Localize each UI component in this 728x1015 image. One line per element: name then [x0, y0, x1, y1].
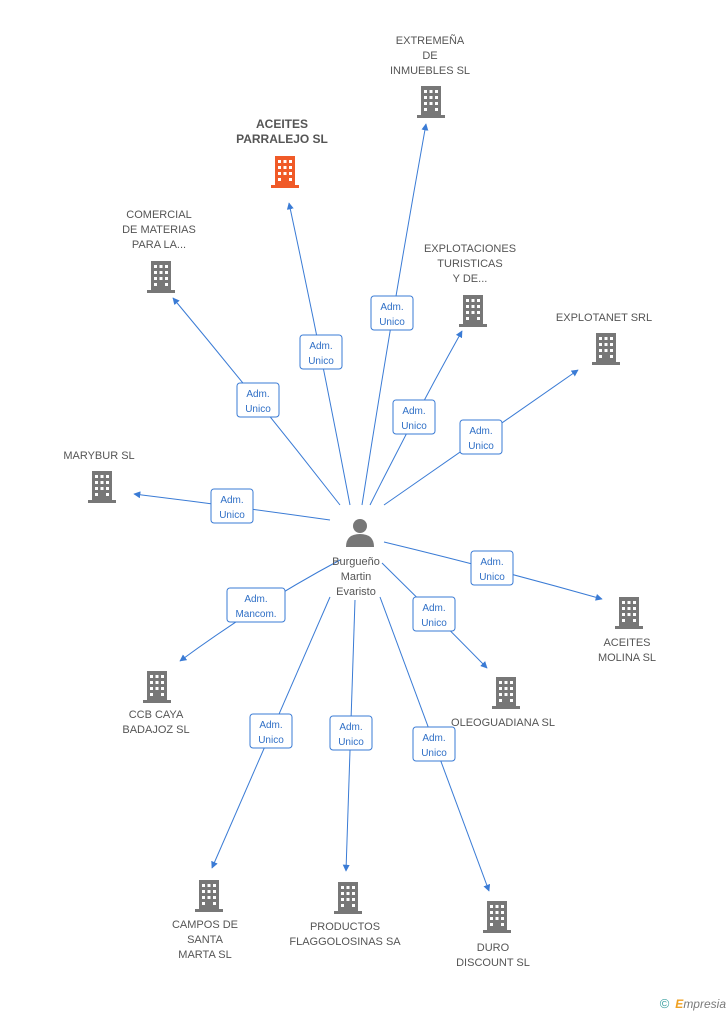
building-icon: [459, 295, 487, 327]
person-icon: [346, 519, 374, 547]
company-node-campos[interactable]: CAMPOS DE SANTA MARTA SL: [172, 880, 238, 961]
company-label-line-2: PARRALEJO SL: [236, 132, 328, 146]
role-badge-extremena[interactable]: Adm. Unico: [370, 295, 414, 331]
building-icon: [195, 880, 223, 912]
role-line-2: Unico: [258, 735, 284, 746]
company-label-line-1: MARYBUR SL: [63, 450, 134, 462]
role-line-1: Adm.: [469, 426, 492, 437]
company-label-line-2: DE MATERIAS: [122, 224, 196, 236]
role-badge-ccb-caya[interactable]: Adm. Mancom.: [226, 587, 286, 623]
role-line-2: Unico: [421, 748, 447, 759]
company-node-marybur[interactable]: MARYBUR SL: [63, 450, 135, 503]
person-name-line-2: Martin: [341, 571, 372, 583]
company-label-line-1: EXPLOTACIONES: [424, 243, 516, 255]
role-line-2: Unico: [245, 404, 271, 415]
role-line-1: Adm.: [422, 733, 445, 744]
role-line-1: Adm.: [220, 495, 243, 506]
role-badge-comercial[interactable]: Adm. Unico: [236, 382, 280, 418]
footer-brand: © Empresia: [660, 996, 726, 1011]
building-icon: [88, 471, 116, 503]
company-label-line-2: BADAJOZ SL: [122, 724, 189, 736]
role-line-2: Mancom.: [235, 609, 276, 620]
company-label-line-1: DURO: [477, 942, 510, 954]
role-line-2: Unico: [379, 317, 405, 328]
company-node-ccb-caya[interactable]: CCB CAYA BADAJOZ SL: [122, 671, 190, 736]
company-label-line-3: PARA LA...: [132, 239, 186, 251]
company-label-line-1: ACEITES: [256, 117, 308, 131]
role-badge-aceites-molina[interactable]: Adm. Unico: [470, 550, 514, 586]
company-label-line-1: EXTREMEÑA: [396, 34, 465, 47]
company-label-line-3: INMUEBLES SL: [390, 65, 470, 77]
role-line-1: Adm.: [402, 406, 425, 417]
role-line-2: Unico: [421, 618, 447, 629]
role-badge-campos[interactable]: Adm. Unico: [249, 713, 293, 749]
copyright-icon: ©: [659, 996, 670, 1011]
company-node-aceites-molina[interactable]: ACEITES MOLINA SL: [598, 597, 656, 664]
role-badge-explotanet[interactable]: Adm. Unico: [459, 419, 503, 455]
company-node-extremena[interactable]: EXTREMEÑA DE INMUEBLES SL: [390, 34, 470, 118]
company-node-explotanet[interactable]: EXPLOTANET SRL: [556, 312, 652, 365]
person-name-line-3: Evaristo: [336, 586, 376, 598]
company-label-line-3: Y DE...: [453, 273, 488, 285]
company-label-line-3: MARTA SL: [178, 949, 231, 961]
role-line-2: Unico: [401, 421, 427, 432]
company-node-explotaciones[interactable]: EXPLOTACIONES TURISTICAS Y DE...: [424, 243, 516, 327]
building-icon: [483, 901, 511, 933]
building-icon: [592, 333, 620, 365]
role-line-1: Adm.: [422, 603, 445, 614]
role-badge-explotaciones[interactable]: Adm. Unico: [392, 399, 436, 435]
role-line-1: Adm.: [246, 389, 269, 400]
role-line-1: Adm.: [309, 341, 332, 352]
company-label-line-1: CCB CAYA: [129, 709, 184, 721]
company-node-productos[interactable]: PRODUCTOS FLAGGOLOSINAS SA: [289, 882, 401, 948]
role-line-2: Unico: [468, 441, 494, 452]
brand-logo[interactable]: Empresia: [675, 996, 726, 1011]
company-node-duro[interactable]: DURO DISCOUNT SL: [456, 901, 530, 969]
role-badge-aceites-parralejo[interactable]: Adm. Unico: [299, 334, 343, 370]
company-label-line-2: DISCOUNT SL: [456, 957, 530, 969]
role-line-1: Adm.: [339, 722, 362, 733]
building-icon: [492, 677, 520, 709]
building-icon: [143, 671, 171, 703]
building-icon: [334, 882, 362, 914]
role-line-2: Unico: [479, 572, 505, 583]
role-line-2: Unico: [338, 737, 364, 748]
building-icon: [147, 261, 175, 293]
company-label-line-2: MOLINA SL: [598, 652, 656, 664]
role-badge-marybur[interactable]: Adm. Unico: [210, 488, 254, 524]
building-icon: [271, 156, 299, 188]
building-icon: [417, 86, 445, 118]
company-label-line-2: DE: [422, 50, 437, 62]
role-badge-duro[interactable]: Adm. Unico: [412, 726, 456, 762]
role-line-2: Unico: [219, 510, 245, 521]
company-label-line-2: SANTA: [187, 934, 224, 946]
company-label-line-1: PRODUCTOS: [310, 921, 380, 933]
company-label-line-2: TURISTICAS: [437, 258, 502, 270]
person-name-line-1: Burgueño: [332, 556, 380, 568]
role-line-1: Adm.: [244, 594, 267, 605]
role-line-1: Adm.: [380, 302, 403, 313]
role-line-1: Adm.: [480, 557, 503, 568]
company-label-line-1: CAMPOS DE: [172, 919, 238, 931]
company-label-line-2: FLAGGOLOSINAS SA: [289, 936, 401, 948]
company-label-line-1: COMERCIAL: [126, 209, 191, 221]
company-node-comercial[interactable]: COMERCIAL DE MATERIAS PARA LA...: [122, 209, 196, 293]
company-label-line-1: OLEOGUADIANA SL: [451, 717, 555, 729]
role-line-1: Adm.: [259, 720, 282, 731]
person-node[interactable]: Burgueño Martin Evaristo: [332, 519, 380, 598]
role-badge-productos[interactable]: Adm. Unico: [329, 715, 373, 751]
company-label-line-1: EXPLOTANET SRL: [556, 312, 652, 324]
company-label-line-1: ACEITES: [603, 637, 650, 649]
building-icon: [615, 597, 643, 629]
role-line-2: Unico: [308, 356, 334, 367]
company-node-oleoguadiana[interactable]: OLEOGUADIANA SL: [451, 677, 555, 729]
role-badge-oleoguadiana[interactable]: Adm. Unico: [412, 596, 456, 632]
